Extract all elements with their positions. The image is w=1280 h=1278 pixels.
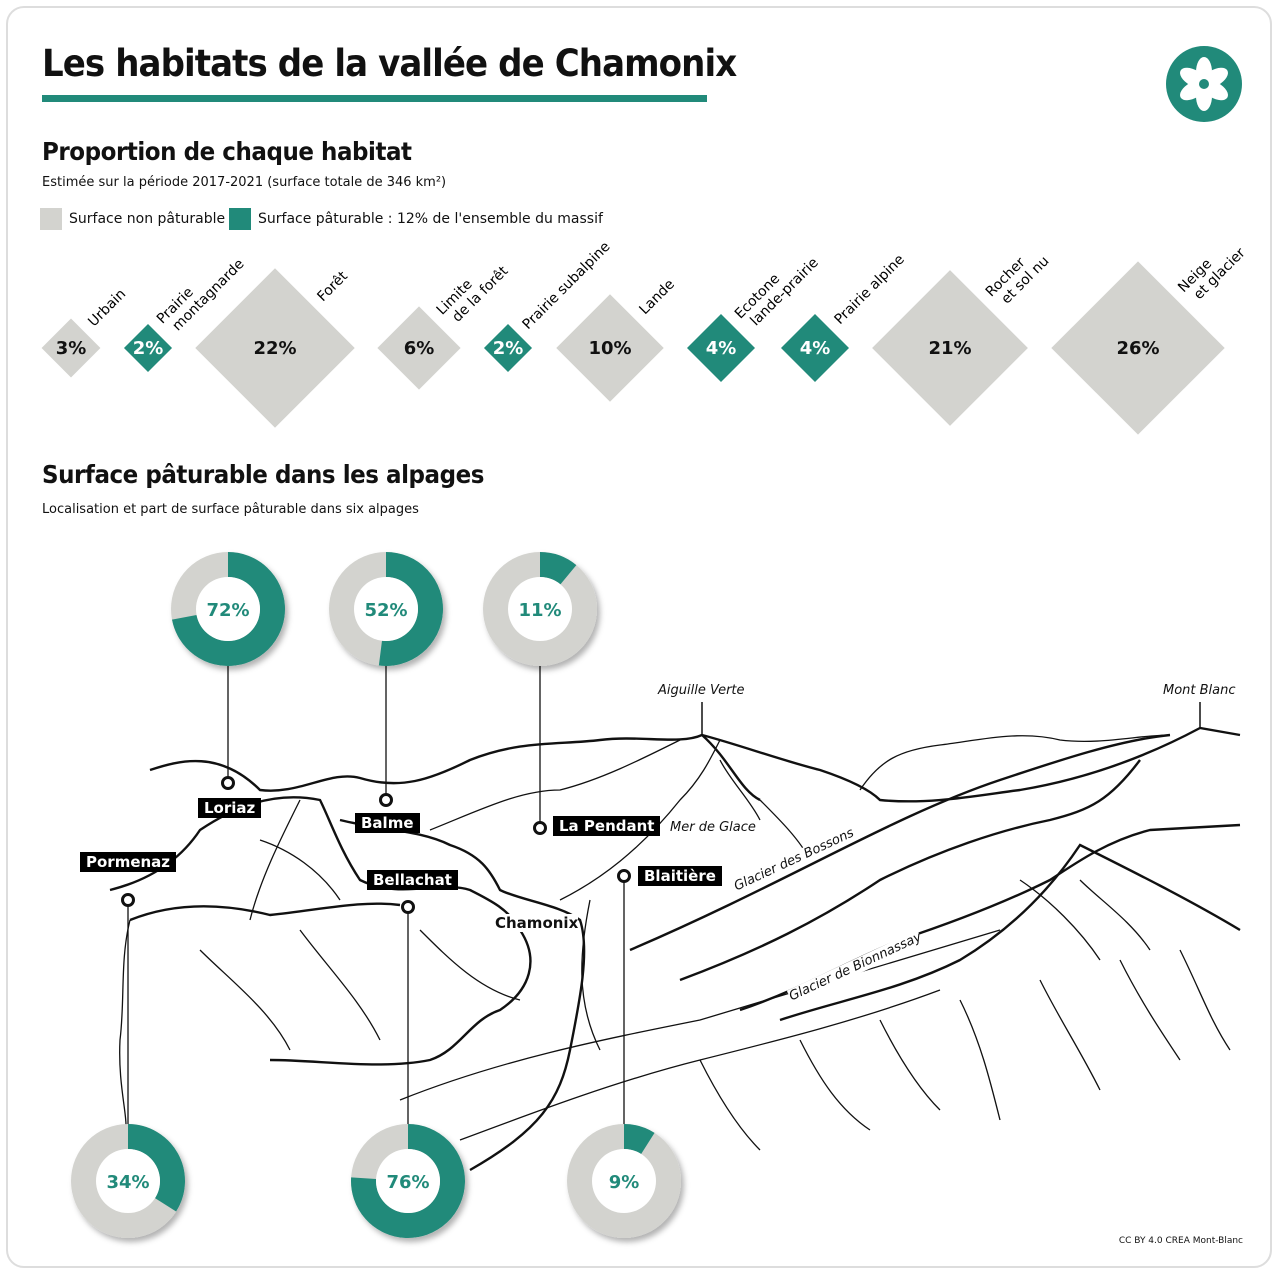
- section2-subtitle: Localisation et part de surface pâturabl…: [42, 502, 419, 517]
- alpage-name-tag: La Pendant: [553, 816, 661, 836]
- page-title: Les habitats de la vallée de Chamonix: [42, 42, 737, 85]
- section1-heading: Proportion de chaque habitat: [42, 137, 412, 166]
- diamond-value-label: 6%: [404, 338, 435, 359]
- section1-subtitle: Estimée sur la période 2017-2021 (surfac…: [42, 175, 447, 190]
- label-mer-de-glace: Mer de Glace: [670, 820, 756, 835]
- donut-value-label: 11%: [518, 600, 561, 621]
- alpage-name-tag: Pormenaz: [80, 852, 177, 872]
- diamond-mark: [377, 306, 461, 390]
- diamond-value-label: 22%: [253, 338, 296, 359]
- title-underline: [42, 95, 707, 102]
- credit: CC BY 4.0 CREA Mont-Blanc: [1118, 1236, 1243, 1246]
- diamond-mark: [687, 314, 755, 382]
- donut-hole: [196, 577, 260, 641]
- alpage-name-tag: Bellachat: [367, 870, 458, 890]
- legend-item-pasture: Surface pâturable : 12% de l'ensemble du…: [229, 208, 603, 230]
- diamond-value-label: 10%: [588, 338, 631, 359]
- location-marker: [533, 821, 547, 835]
- legend-item-non-pasture: Surface non pâturable: [40, 208, 225, 230]
- alpage-donut: 52%: [329, 552, 443, 666]
- donut-hole: [592, 1149, 656, 1213]
- alpage-donut: 72%: [171, 552, 285, 666]
- donut-value-label: 52%: [364, 600, 407, 621]
- legend-swatch: [40, 208, 62, 230]
- label-chamonix: Chamonix: [495, 914, 579, 932]
- habitat-diamond-chart: 3%Urbain2%Prairiemontagnarde22%Forêt6%Li…: [41, 239, 1249, 435]
- location-marker: [401, 900, 415, 914]
- infographic-frame: [6, 6, 1272, 1268]
- alpage-donut: 76%: [351, 1124, 465, 1238]
- donut-value-label: 9%: [609, 1172, 640, 1193]
- donut-pasture-arc: [623, 1124, 655, 1155]
- diamond-value-label: 2%: [133, 338, 164, 359]
- donut-hole: [508, 577, 572, 641]
- diamond-mark: [483, 323, 533, 373]
- legend-label: Surface non pâturable: [69, 211, 226, 227]
- donut-pasture-arc: [127, 1124, 185, 1212]
- diamond-mark: [781, 314, 849, 382]
- label-aiguille-verte: Aiguille Verte: [658, 683, 745, 698]
- label-mont-blanc: Mont Blanc: [1163, 683, 1236, 698]
- donut-pasture-arc: [351, 1124, 465, 1238]
- mountain-sketch: [109, 726, 1241, 1172]
- alpage-name-tag: Blaitière: [638, 866, 722, 886]
- diamond-value-label: 21%: [928, 338, 971, 359]
- donut-pasture-arc: [172, 552, 285, 666]
- donut-pasture-arc: [539, 552, 577, 585]
- diamond-value-label: 4%: [800, 338, 831, 359]
- location-marker: [617, 869, 631, 883]
- alpage-name-tag: Loriaz: [198, 798, 262, 818]
- location-marker: [121, 893, 135, 907]
- legend-label: Surface pâturable : 12% de l'ensemble du…: [258, 211, 603, 227]
- diamond-mark: [872, 270, 1028, 426]
- diamond-value-label: 3%: [56, 338, 87, 359]
- donut-hole: [96, 1149, 160, 1213]
- alpage-donut: 9%: [567, 1124, 681, 1238]
- alpage-donut: 34%: [71, 1124, 185, 1238]
- donut-hole: [376, 1149, 440, 1213]
- alpage-name-tag: Balme: [355, 813, 420, 833]
- donut-value-label: 34%: [106, 1172, 149, 1193]
- diamond-mark: [123, 323, 173, 373]
- legend-swatch: [229, 208, 251, 230]
- flower-logo-icon: [1166, 46, 1242, 122]
- donut-value-label: 76%: [386, 1172, 429, 1193]
- alpage-donut: 11%: [483, 552, 597, 666]
- diamond-mark: [1051, 261, 1225, 435]
- diamond-value-label: 4%: [706, 338, 737, 359]
- donut-value-label: 72%: [206, 600, 249, 621]
- donut-pasture-arc: [378, 552, 443, 666]
- diamond-mark: [556, 294, 664, 402]
- diamond-mark: [41, 318, 101, 378]
- section2-heading: Surface pâturable dans les alpages: [42, 460, 484, 489]
- diamond-mark: [195, 268, 355, 428]
- location-marker: [221, 776, 235, 790]
- location-marker: [379, 793, 393, 807]
- diamond-value-label: 26%: [1116, 338, 1159, 359]
- donut-hole: [354, 577, 418, 641]
- diamond-value-label: 2%: [493, 338, 524, 359]
